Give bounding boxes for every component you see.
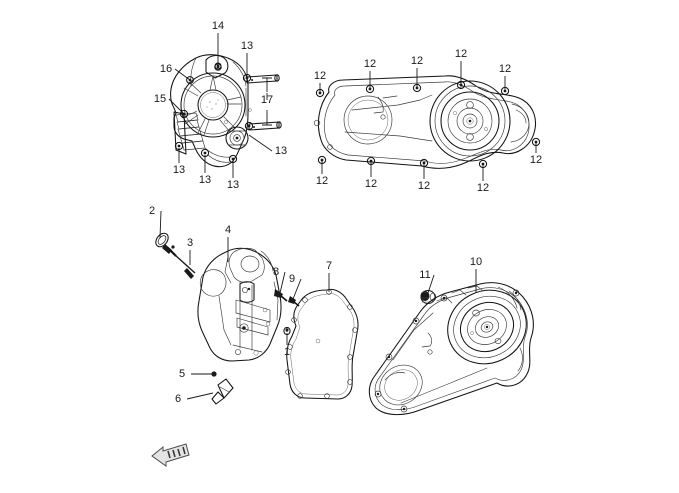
bolt-boss-group: [174, 63, 254, 164]
mounting-stud-upper: [246, 74, 280, 84]
callout-13b[interactable]: 13: [248, 134, 287, 157]
callout-number: 12: [365, 178, 377, 190]
callout-number: 10: [470, 256, 482, 268]
leader-line: [174, 68, 191, 81]
arrow-tag-logo: [151, 443, 190, 467]
clutch-housing-bottom: [447, 289, 527, 365]
assembly-left-crankcase-cover: [170, 54, 282, 168]
callout-12g[interactable]: 12: [365, 162, 377, 190]
boss-15: [179, 109, 189, 119]
callout-11[interactable]: 11: [419, 269, 435, 294]
callout-14[interactable]: 14: [212, 20, 224, 67]
callout-number: 12: [477, 182, 489, 194]
callout-12c[interactable]: 12: [411, 55, 423, 87]
callout-12e[interactable]: 12: [499, 63, 511, 90]
leader-line: [427, 274, 435, 294]
leader-line: [248, 134, 273, 152]
boss-13-lower-right: [244, 121, 254, 131]
leader-line: [279, 271, 286, 294]
callout-number: 13: [227, 179, 239, 191]
callout-number: 12: [499, 63, 511, 75]
callout-5[interactable]: 5: [179, 368, 212, 380]
dowel-pin-long-6: [211, 378, 234, 405]
callout-number: 12: [314, 70, 326, 82]
callout-7[interactable]: 7: [326, 260, 332, 292]
callout-number: 17: [261, 94, 273, 106]
assembly-right-crankcase-half: [155, 232, 300, 405]
callout-number: 13: [241, 40, 253, 52]
callout-number: 7: [326, 260, 332, 272]
callout-number: 14: [212, 20, 224, 32]
callout-13d[interactable]: 13: [199, 155, 211, 186]
dimension-bracket: [262, 77, 272, 126]
callout-9[interactable]: 9: [289, 273, 302, 300]
leader-line: [168, 98, 185, 115]
cvt-cover-outline: [317, 75, 537, 169]
leader-line: [159, 210, 162, 239]
pulley-housing-recess: [180, 72, 246, 138]
callout-13c[interactable]: 13: [173, 148, 185, 176]
callout-number: 12: [530, 154, 542, 166]
callout-12h[interactable]: 12: [418, 164, 430, 192]
callout-number: 13: [275, 145, 287, 157]
callout-number: 2: [149, 205, 155, 217]
callout-6[interactable]: 6: [175, 392, 214, 405]
leader-line: [292, 278, 302, 300]
callout-number: 3: [187, 237, 193, 249]
callout-number: 5: [179, 368, 185, 380]
callout-number: 12: [418, 180, 430, 192]
callout-number: 16: [160, 63, 172, 75]
callout-number: 12: [364, 58, 376, 70]
ball-plug-5: [211, 371, 217, 377]
callout-number: 15: [154, 93, 166, 105]
callout-12j[interactable]: 12: [530, 143, 542, 166]
callout-2[interactable]: 2: [149, 205, 162, 239]
crankcase-body: [197, 247, 282, 362]
callout-number: 12: [455, 48, 467, 60]
mounting-stud-lower: [248, 121, 282, 131]
callout-16[interactable]: 16: [160, 63, 191, 81]
callout-number: 13: [173, 164, 185, 176]
flanged-bolt-8: [274, 289, 288, 302]
callout-number: 13: [199, 174, 211, 186]
flanged-bolt-9: [288, 296, 300, 307]
leader-line: [186, 392, 214, 400]
boss-16: [186, 76, 194, 84]
callout-1[interactable]: 1: [284, 333, 290, 358]
callout-17-bracket: [262, 77, 272, 126]
lower-bearing-boss: [225, 126, 249, 150]
locating-pin: [184, 268, 194, 279]
assembly-cvt-outer-cover-bottom: [368, 282, 534, 416]
cvt-cover-bottom-outline: [368, 282, 534, 416]
callout-12f[interactable]: 12: [316, 161, 328, 187]
callout-12i[interactable]: 12: [477, 165, 489, 194]
callout-12d[interactable]: 12: [455, 48, 467, 84]
callout-15[interactable]: 15: [154, 93, 185, 115]
callout-3[interactable]: 3: [187, 237, 193, 265]
callout-number: 12: [411, 55, 423, 67]
callout-12b[interactable]: 12: [364, 58, 376, 88]
top-mount-arm: [205, 55, 229, 79]
callout-number: 12: [316, 175, 328, 187]
callout-13e[interactable]: 13: [227, 161, 239, 191]
clutch-housing-top: [429, 80, 511, 162]
callout-number: 9: [289, 273, 295, 285]
callout-8[interactable]: 8: [273, 266, 286, 294]
callout-17[interactable]: 17: [261, 93, 273, 106]
callout-13a[interactable]: 13: [241, 40, 253, 78]
callout-number: 1: [284, 346, 290, 358]
callout-12a[interactable]: 12: [314, 70, 326, 92]
callout-number: 4: [225, 224, 231, 236]
gasket-outline: [286, 288, 359, 400]
oil-dipstick: [155, 232, 196, 274]
callout-10[interactable]: 10: [470, 256, 482, 293]
callout-number: 6: [175, 393, 181, 405]
callout-number: 11: [419, 269, 430, 281]
callout-4[interactable]: 4: [225, 224, 231, 262]
callout-number: 8: [273, 266, 279, 278]
